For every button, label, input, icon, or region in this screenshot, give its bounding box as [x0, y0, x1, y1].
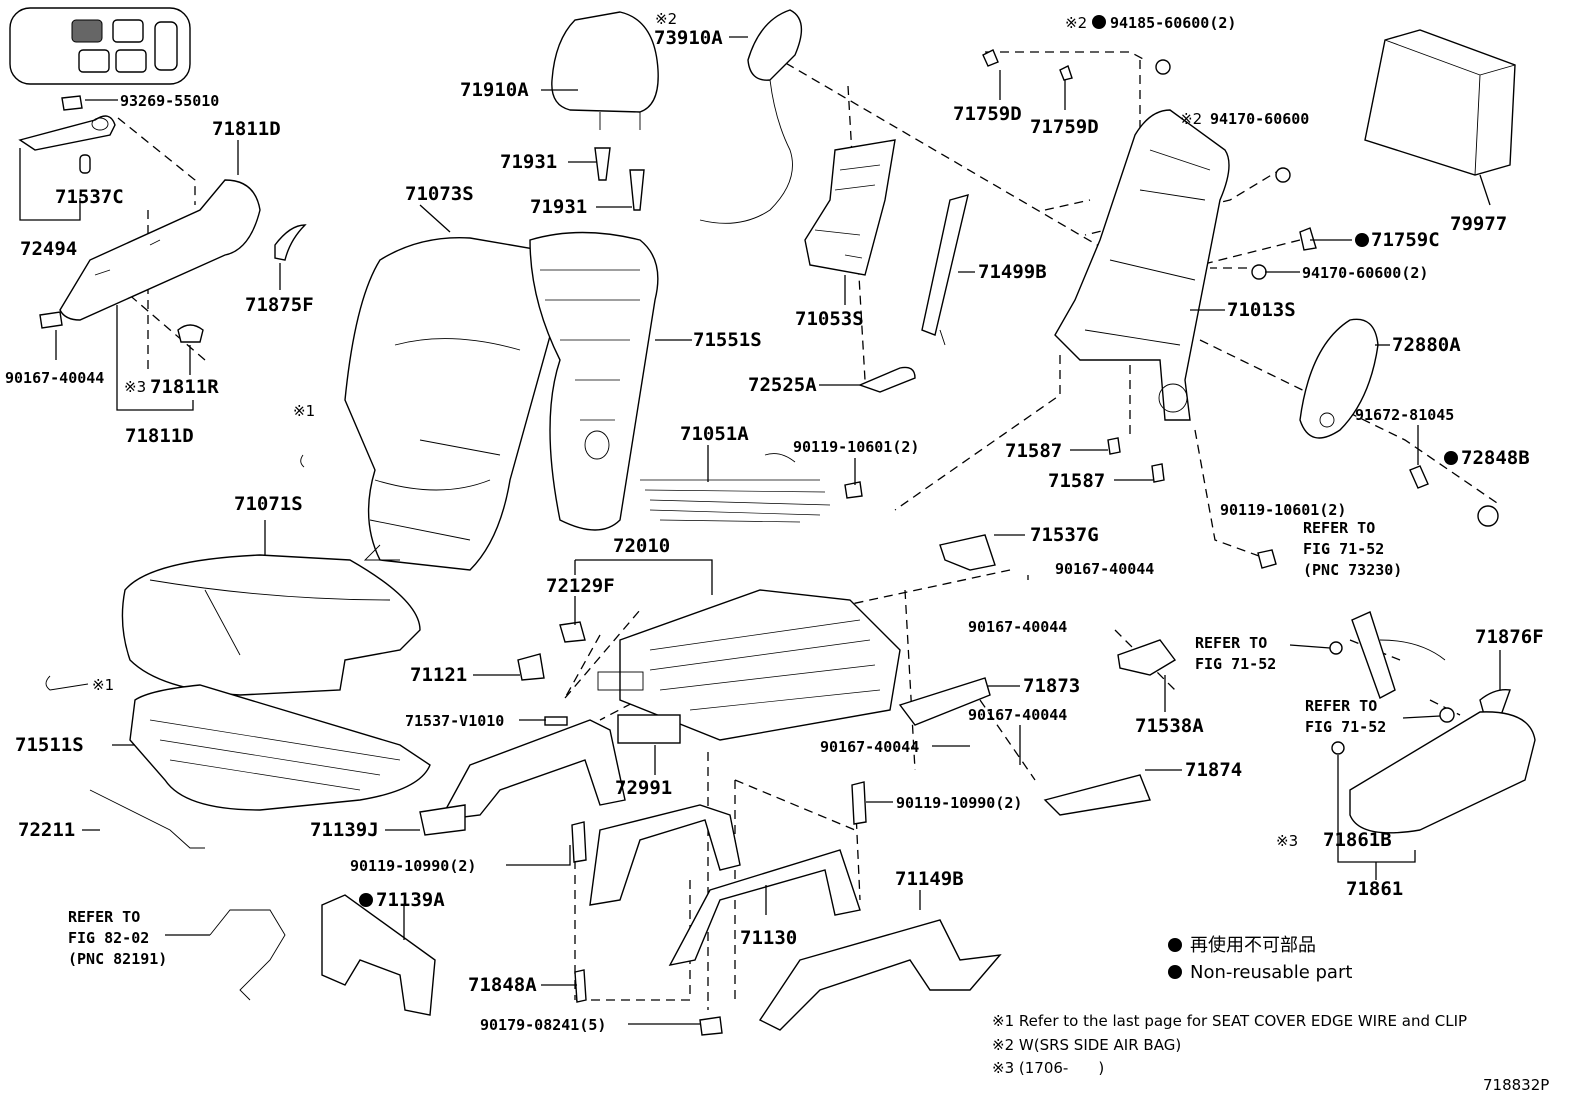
part-label: 71587	[1005, 440, 1062, 462]
part-label: 71537C	[55, 186, 124, 208]
part-label: 71910A	[460, 79, 529, 101]
legend-jp-text: 再使用不可部品	[1190, 935, 1316, 956]
part-label: 94185-60600(2)	[1110, 14, 1236, 32]
part-label: 72525A	[748, 374, 817, 396]
part-label: 71538A	[1135, 715, 1204, 737]
part-label: 71130	[740, 927, 797, 949]
part-label: 90167-40044	[1055, 560, 1154, 578]
part-label: 71051A	[680, 423, 749, 445]
part-label: 71874	[1185, 759, 1242, 781]
part-label: 79977	[1450, 213, 1507, 235]
part-label: 72848B	[1461, 447, 1530, 469]
part-label: 72010	[613, 535, 670, 557]
refer-line: (PNC 82191)	[68, 950, 167, 968]
refer-line: FIG 82-02	[68, 929, 149, 947]
reference-marks: ※1 ※1 ※2 ※2 ※2 ※3 ※3	[45, 10, 1298, 850]
part-label: 90167-40044	[968, 706, 1067, 724]
part-label: 71873	[1023, 675, 1080, 697]
refer-line: FIG 71-52	[1303, 540, 1384, 558]
part-label: 91672-81045	[1355, 406, 1454, 424]
part-label: 71861B	[1323, 829, 1392, 851]
part-label: 71139A	[376, 889, 445, 911]
part-label: 71013S	[1227, 299, 1296, 321]
refer-line: REFER TO	[68, 908, 140, 926]
part-label: 90167-40044	[5, 369, 104, 387]
part-label: 90167-40044	[820, 738, 919, 756]
legend-dot-en	[1168, 965, 1182, 979]
figure-code: 718832P	[1483, 1076, 1549, 1094]
refer-line: FIG 71-52	[1305, 718, 1386, 736]
refer-to-notes: REFER TO FIG 71-52 (PNC 73230) REFER TO …	[68, 519, 1402, 968]
refer-line: FIG 71-52	[1195, 655, 1276, 673]
part-label: 71551S	[693, 329, 762, 351]
part-label: 71811R	[150, 376, 219, 398]
non-reusable-markers	[359, 15, 1458, 979]
mark-label: ※3	[124, 378, 146, 396]
part-label: 72991	[615, 777, 672, 799]
part-label: 94170-60600(2)	[1302, 264, 1428, 282]
part-label: 93269-55010	[120, 92, 219, 110]
part-label: 71053S	[795, 308, 864, 330]
refer-line: REFER TO	[1305, 697, 1377, 715]
part-label: 71149B	[895, 868, 964, 890]
part-label: 72880A	[1392, 334, 1461, 356]
part-label: 71073S	[405, 183, 474, 205]
mark-label: ※2	[1180, 110, 1202, 128]
part-label: 72494	[20, 238, 77, 260]
part-label: 71587	[1048, 470, 1105, 492]
footnote-2: ※2 W(SRS SIDE AIR BAG)	[992, 1036, 1181, 1054]
part-label: 71876F	[1475, 626, 1544, 648]
refer-line: (PNC 73230)	[1303, 561, 1402, 579]
part-label: 71537-V1010	[405, 712, 504, 730]
mark-label: ※2	[655, 10, 677, 28]
mark-label: ※3	[1276, 832, 1298, 850]
legend-dot-jp	[1168, 938, 1182, 952]
part-drawings	[18, 9, 1536, 1036]
part-label: 71537G	[1030, 524, 1099, 546]
part-label: 90119-10601(2)	[793, 438, 919, 456]
footnote-3: ※3 (1706- )	[992, 1059, 1104, 1077]
part-label: 72211	[18, 819, 75, 841]
part-label: 71499B	[978, 261, 1047, 283]
footnotes: ※1 Refer to the last page for SEAT COVER…	[992, 1012, 1549, 1094]
leader-lines	[19, 36, 1501, 1025]
part-label: 94170-60600	[1210, 110, 1309, 128]
part-label: 71759D	[1030, 116, 1099, 138]
legend: 再使用不可部品 Non-reusable part	[1190, 935, 1352, 983]
refer-line: REFER TO	[1303, 519, 1375, 537]
part-label: 90167-40044	[968, 618, 1067, 636]
part-labels: 73910A 71910A 71931 71931 71073S 93269-5…	[5, 14, 1544, 1034]
non-reusable-dot-94185	[1092, 15, 1106, 29]
part-label: 71759D	[953, 103, 1022, 125]
non-reusable-dot-72848B	[1444, 451, 1458, 465]
part-label: 71848A	[468, 974, 537, 996]
part-label: 71811D	[125, 425, 194, 447]
mark-label: ※1	[293, 402, 315, 420]
part-label: 71931	[530, 196, 587, 218]
refer-line: REFER TO	[1195, 634, 1267, 652]
part-label: 72129F	[546, 575, 615, 597]
part-label: 90179-08241(5)	[480, 1016, 606, 1034]
non-reusable-dot-71139A	[359, 893, 373, 907]
part-label: 71511S	[15, 734, 84, 756]
part-label: 71071S	[234, 493, 303, 515]
part-label: 71931	[500, 151, 557, 173]
part-label: 90119-10990(2)	[896, 794, 1022, 812]
seat-position-switch-icon	[9, 7, 191, 85]
mark-label: ※1	[92, 676, 114, 694]
part-label: 73910A	[654, 27, 723, 49]
part-label: 90119-10990(2)	[350, 857, 476, 875]
mark-label: ※2	[1065, 14, 1087, 32]
part-label: 71861	[1346, 878, 1403, 900]
part-label: 71875F	[245, 294, 314, 316]
part-label: 71811D	[212, 118, 281, 140]
footnote-1: ※1 Refer to the last page for SEAT COVER…	[992, 1012, 1467, 1030]
part-label: 71759C	[1371, 229, 1440, 251]
legend-en-text: Non-reusable part	[1190, 962, 1352, 983]
non-reusable-dot-71759C	[1355, 233, 1369, 247]
part-label: 90119-10601(2)	[1220, 501, 1346, 519]
part-label: 71139J	[310, 819, 379, 841]
part-label: 71121	[410, 664, 467, 686]
